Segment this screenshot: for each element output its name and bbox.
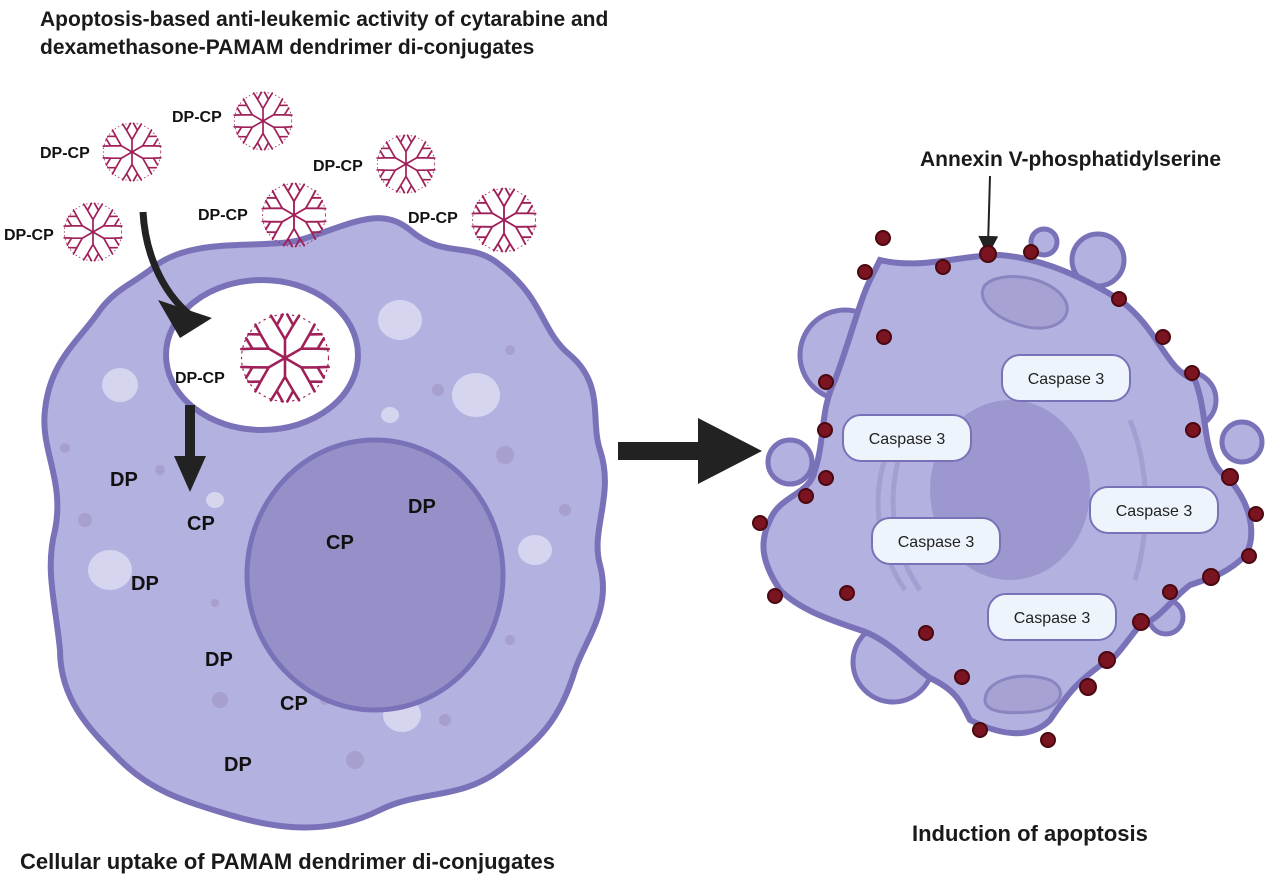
endosome [163, 277, 361, 433]
caspase-label-4: Caspase 3 [898, 534, 975, 551]
caspase-boxes [842, 354, 1219, 641]
release-arrow-head [174, 456, 206, 492]
title-line-1: Apoptosis-based anti-leukemic activity o… [40, 8, 609, 31]
leukemic-cell [41, 215, 608, 831]
cp-label-2: CP [326, 532, 354, 554]
cp-label-3: CP [280, 693, 308, 715]
title-line-2: dexamethasone-PAMAM dendrimer di-conjuga… [40, 36, 535, 59]
caspase-box-1 [1001, 354, 1131, 402]
caspase-box-4 [871, 517, 1001, 565]
release-arrow-shaft [185, 405, 195, 460]
conjugate-label-2: DP-CP [172, 109, 222, 126]
dendrimer-1 [101, 122, 163, 182]
left-caption: Cellular uptake of PAMAM dendrimer di-co… [20, 849, 555, 874]
caspase-label-1: Caspase 3 [1028, 371, 1105, 388]
conjugate-label-4: DP-CP [4, 227, 54, 244]
process-arrow-shaft [618, 442, 708, 460]
caspase-label-5: Caspase 3 [1014, 610, 1091, 627]
caspase-label-3: Caspase 3 [1116, 503, 1193, 520]
nucleus [244, 437, 506, 713]
dp-label-1: DP [110, 469, 138, 491]
dp-label-4: DP [205, 649, 233, 671]
uptake-arrow-head [158, 300, 212, 338]
caspase-label-2: Caspase 3 [869, 431, 946, 448]
right-caption: Induction of apoptosis [912, 821, 1148, 846]
dp-label-5: DP [224, 754, 252, 776]
dp-label-3: DP [408, 496, 436, 518]
mitochondrion-top [981, 275, 1069, 330]
annexin-markers [752, 230, 1264, 748]
cp-label-1: CP [187, 513, 215, 535]
mitochondrion-bottom [983, 674, 1062, 715]
apoptotic-cell [752, 226, 1265, 748]
dp-label-2: DP [131, 573, 159, 595]
conjugate-label-1: DP-CP [40, 145, 90, 162]
caspase-box-5 [987, 593, 1117, 641]
conjugate-label-3: DP-CP [313, 158, 363, 175]
caspase-box-3 [1089, 486, 1219, 534]
text-labels: DP-CP DP-CP DP-CP DP-CP DP-CP DP-CP DP-C… [4, 109, 1192, 776]
annexin-pointer [978, 175, 999, 256]
dendrimer-6 [470, 187, 538, 253]
dendrimer-3 [375, 134, 437, 194]
conjugate-label-6: DP-CP [408, 210, 458, 227]
dendrimer-2 [232, 91, 294, 151]
conjugate-label-5: DP-CP [198, 207, 248, 224]
caspase-box-2 [842, 414, 972, 462]
diagram-title: Apoptosis-based anti-leukemic activity o… [40, 6, 608, 62]
annexin-label: Annexin V-phosphatidylserine [920, 148, 1222, 171]
dendrimer-4 [62, 202, 124, 262]
vesicle-label: DP-CP [175, 370, 225, 387]
process-arrow-head [698, 418, 762, 484]
uptake-arrow [139, 211, 193, 318]
